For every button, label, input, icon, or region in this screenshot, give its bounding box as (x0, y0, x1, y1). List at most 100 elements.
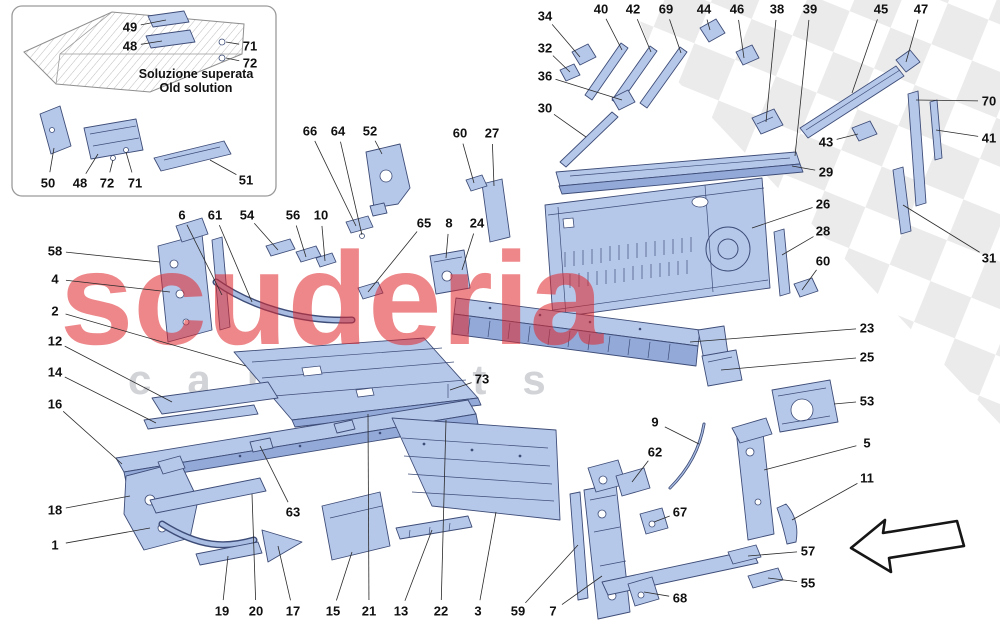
callout-52: 52 (363, 124, 377, 139)
direction-arrow (849, 518, 966, 574)
callout-49: 49 (123, 20, 137, 35)
leader-line-49 (140, 19, 167, 26)
part-bracket-63 (249, 437, 274, 453)
callout-22: 22 (434, 604, 448, 619)
callout-46: 46 (730, 2, 744, 17)
callout-70: 70 (982, 94, 996, 109)
part-bracket-67 (639, 507, 669, 535)
leader-line-16 (62, 411, 123, 465)
part-curved-strip-11 (776, 503, 798, 545)
callout-72: 72 (100, 176, 114, 191)
callout-41: 41 (982, 131, 996, 146)
part-8-rib (433, 256, 463, 263)
callout-6: 6 (178, 208, 185, 223)
callout-54: 54 (240, 208, 255, 223)
rivet-dot (638, 327, 642, 331)
leader-line-39 (794, 19, 810, 157)
old-part-49 (147, 10, 190, 28)
bulkhead-louvers-row2 (569, 260, 688, 288)
callout-51: 51 (239, 173, 253, 188)
part-floor-panel-right-3 (391, 417, 561, 521)
callout-34: 34 (538, 9, 553, 24)
callout-25: 25 (860, 350, 874, 365)
leader-line-66 (314, 140, 357, 227)
part-bracket-34 (571, 43, 597, 66)
rivet-dot (378, 431, 382, 435)
leader-line-12 (64, 345, 173, 403)
part-panel-14 (143, 404, 259, 430)
part-bracket-44 (699, 18, 726, 43)
leader-line-40 (605, 18, 623, 51)
part-bracket-25 (701, 349, 743, 387)
leader-line-44 (706, 19, 711, 31)
leader-line-47 (905, 19, 919, 63)
old-fastener-71 (218, 38, 226, 46)
leader-line-4 (65, 279, 171, 293)
part-clip-60-right (793, 277, 819, 298)
leader-line-61 (218, 224, 253, 303)
floor-left-cutout (355, 387, 375, 398)
callout-60: 60 (453, 126, 467, 141)
part-13-slots (408, 522, 451, 539)
old-part-50-hole (49, 127, 55, 133)
parts-layer (115, 18, 943, 620)
leader-line-41 (935, 129, 979, 137)
rivet-dot (488, 306, 492, 310)
leader-line-38 (765, 19, 777, 123)
part-clip-57 (727, 544, 762, 565)
part-rod-9-outline (668, 422, 706, 490)
leader-line-25 (720, 357, 857, 371)
leader-line-67 (653, 515, 670, 523)
leader-line-45 (851, 19, 878, 94)
floor-right-ribs (401, 437, 555, 502)
callout-55: 55 (801, 576, 815, 591)
callout-13: 13 (394, 604, 408, 619)
callout-40: 40 (594, 2, 608, 17)
callout-36: 36 (538, 69, 552, 84)
part-bar-13 (395, 515, 473, 540)
leader-line-48 (140, 40, 163, 45)
leader-line-8 (445, 233, 449, 259)
checkered-flag-watermark (632, 0, 1000, 424)
leader-line-51 (209, 159, 237, 176)
leader-line-11 (791, 483, 858, 521)
leader-line-71 (225, 41, 240, 45)
leader-line-60 (462, 143, 475, 184)
callout-71: 71 (243, 39, 257, 54)
callout-17: 17 (286, 604, 300, 619)
upright-5-hole (754, 498, 762, 506)
callout-30: 30 (538, 101, 552, 116)
part-panel-15 (321, 491, 391, 561)
part-crossmember-face (451, 313, 699, 367)
leader-line-52 (374, 140, 383, 155)
leader-line-34 (551, 24, 581, 58)
leader-line-72 (225, 57, 240, 62)
leader-line-17 (277, 545, 291, 601)
callout-19: 19 (215, 604, 229, 619)
crossmember-slots (467, 317, 671, 361)
part-clip-16 (157, 455, 186, 475)
callout-53: 53 (860, 394, 874, 409)
callout-4: 4 (51, 272, 59, 287)
leader-line-42 (636, 18, 652, 53)
part-pillar-top-bracket (175, 217, 209, 243)
leader-line-18 (65, 495, 131, 509)
part-strip-31 (892, 166, 912, 235)
leader-line-56 (295, 225, 307, 258)
callout-59: 59 (511, 604, 525, 619)
callout-63: 63 (286, 505, 300, 520)
callout-68: 68 (673, 591, 687, 606)
part-rail-69 (639, 46, 688, 109)
leader-line-63 (259, 445, 289, 503)
part-52-foot (369, 202, 388, 217)
part-header-rail-rib (569, 157, 791, 177)
leader-line-1 (65, 527, 151, 544)
part-bracket-25-rib (707, 356, 733, 363)
pillar-hole (169, 259, 179, 269)
watermark-brand: scuderia (60, 225, 605, 372)
callout-57: 57 (801, 544, 815, 559)
leader-line-69 (669, 19, 682, 54)
